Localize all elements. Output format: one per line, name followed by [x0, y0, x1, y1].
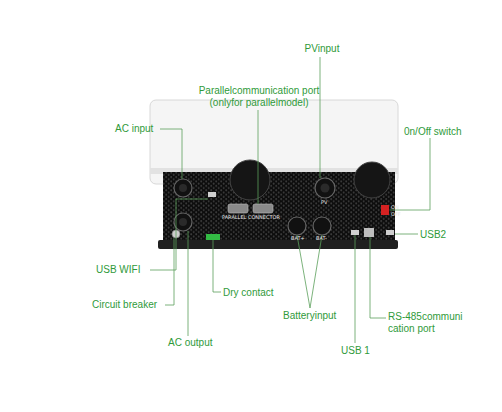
callout-label: USB 1 — [341, 345, 381, 357]
pv-port — [315, 178, 335, 198]
leader-line — [355, 235, 356, 343]
pv-socket — [321, 184, 330, 193]
ac-input-socket — [179, 184, 187, 192]
callout-label: USB2 — [420, 229, 460, 241]
callout-label: USB WIFI — [96, 264, 152, 276]
leader-line — [213, 240, 221, 292]
leader-line — [150, 199, 208, 270]
leader-line — [188, 231, 189, 336]
leader-line — [160, 129, 182, 179]
switch-marking: OFF — [391, 212, 403, 217]
db9-connector — [253, 204, 273, 213]
usb-port — [351, 230, 359, 235]
leader-line — [165, 238, 174, 305]
usb-port — [386, 230, 394, 235]
leader-lines — [150, 57, 430, 343]
callout-label: PVinput — [296, 43, 348, 55]
ac-output-socket — [179, 218, 187, 226]
dry-contact-terminal — [206, 234, 220, 240]
callout-label: Circuit breaker — [92, 299, 168, 311]
leader-line — [370, 237, 386, 318]
callout-label: AC output — [168, 337, 228, 349]
switch-marking: ON — [391, 205, 401, 210]
terminal-marking: BAT+ — [291, 236, 305, 241]
panel-marking: PARALLEL CONNECTOR — [222, 215, 282, 220]
usb-wifi-port — [208, 192, 216, 197]
battery-port — [313, 217, 331, 235]
power-switch — [381, 205, 389, 215]
leader-line — [258, 110, 259, 204]
leader-line — [310, 235, 322, 308]
leader-line — [320, 57, 321, 178]
leader-line — [395, 234, 418, 235]
callout-label: Dry contact — [223, 287, 289, 299]
fan-grille — [230, 160, 270, 200]
panel-base — [158, 240, 398, 249]
port-marking: PV — [321, 200, 331, 205]
terminal-marking: BAT- — [316, 236, 330, 241]
ac-input-port — [174, 179, 192, 197]
battery-port — [288, 217, 306, 235]
callout-label: AC input — [115, 123, 163, 135]
fan-grille — [354, 162, 390, 198]
ac-output-port — [174, 213, 192, 231]
callout-label: Parallelcommunication port (onlyfor para… — [183, 85, 335, 108]
rj45-port — [364, 228, 374, 237]
leader-line — [297, 235, 310, 308]
callout-label: Batteryinput — [283, 310, 353, 322]
callout-label: 0n/Off switch — [404, 126, 484, 138]
db9-connector — [228, 204, 248, 213]
leader-line — [390, 138, 430, 210]
callout-label: RS-485communi cation port — [388, 311, 468, 334]
